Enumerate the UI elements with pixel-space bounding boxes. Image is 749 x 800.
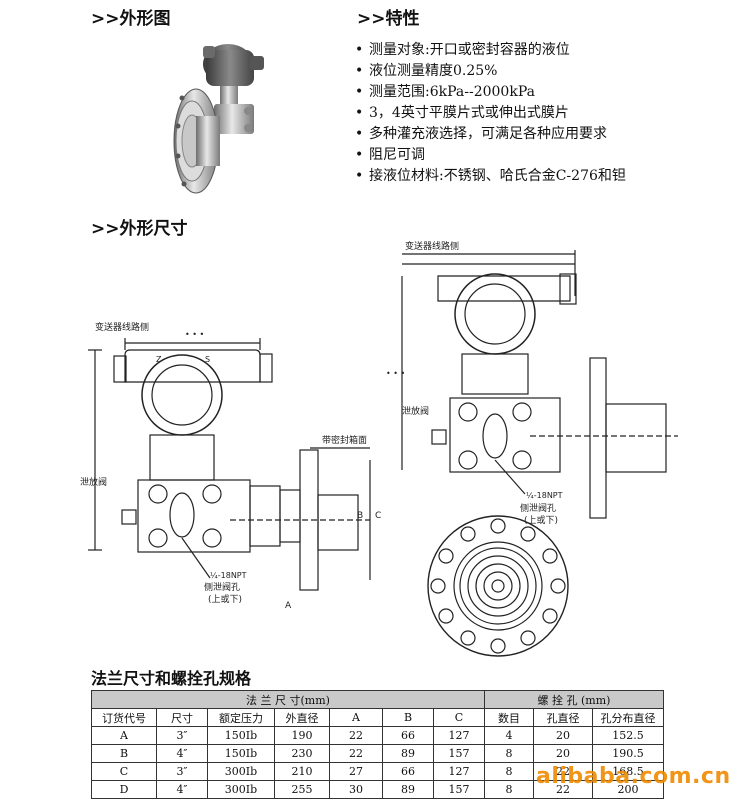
- table-cell: 152.5: [592, 726, 664, 745]
- label-vent: 泄放阀: [80, 476, 107, 488]
- table-cell: 3″: [156, 762, 208, 781]
- label-npt-right-2: 侧泄阀孔: [520, 502, 556, 514]
- feature-item: 3，4英寸平膜片式或伸出式膜片: [355, 103, 626, 124]
- table-cell: D: [91, 780, 157, 799]
- table-cell: 8: [484, 744, 534, 763]
- front-view-drawing: 变送器线路侧 泄放阀 • • • ¼-18NPT 侧泄阀孔 (上或下): [386, 240, 678, 657]
- table-cell: 157: [433, 780, 485, 799]
- table-cell: 230: [274, 744, 330, 763]
- table-cell: 255: [274, 780, 330, 799]
- table-cell: C: [91, 762, 157, 781]
- label-cable-side: 变送器线路侧: [95, 321, 149, 333]
- label-npt: ¼-18NPT: [210, 571, 247, 580]
- label-npt-2: 侧泄阀孔: [204, 581, 240, 593]
- feature-item: 多种灌充液选择，可满足各种应用要求: [355, 124, 626, 145]
- group-header-bolt: 螺 拴 孔 (mm): [484, 690, 664, 709]
- features-list: 测量对象:开口或密封容器的液位 液位测量精度0.25% 测量范围:6kPa--2…: [355, 40, 626, 187]
- table-cell: 8: [484, 780, 534, 799]
- dim-dots-right: • • •: [386, 369, 405, 378]
- table-cell: 300Ib: [207, 780, 275, 799]
- col-header: 孔分布直径: [592, 708, 664, 727]
- label-cable-side-right: 变送器线路侧: [405, 240, 459, 252]
- table-cell: 89: [382, 744, 434, 763]
- table-cell: 89: [382, 780, 434, 799]
- side-view-drawing: • • • 变送器线路侧 Z S 泄放阀 带密封箱面 B C A ¼-18NPT…: [80, 321, 381, 610]
- label-dim-c: C: [375, 511, 381, 521]
- col-header: C: [433, 708, 485, 727]
- feature-item: 测量对象:开口或密封容器的液位: [355, 40, 626, 61]
- table-cell: 66: [382, 762, 434, 781]
- group-header-flange: 法 兰 尺 寸(mm): [91, 690, 485, 709]
- table-cell: 127: [433, 762, 485, 781]
- table-cell: 150Ib: [207, 726, 275, 745]
- feature-item: 液位测量精度0.25%: [355, 61, 626, 82]
- table-cell: 22: [329, 726, 383, 745]
- product-photo: [173, 44, 264, 194]
- label-npt-right-3: (上或下): [524, 514, 558, 526]
- table-cell: 8: [484, 762, 534, 781]
- table-cell: 127: [433, 726, 485, 745]
- col-header: B: [382, 708, 434, 727]
- label-dim-b: B: [357, 511, 363, 521]
- table-cell: 157: [433, 744, 485, 763]
- table-cell: 66: [382, 726, 434, 745]
- table-cell: 4″: [156, 780, 208, 799]
- dimensions-title: >>外形尺寸: [91, 219, 188, 239]
- label-z: Z: [156, 355, 162, 364]
- label-s: S: [205, 355, 210, 364]
- table-cell: 150Ib: [207, 744, 275, 763]
- feature-item: 阻尼可调: [355, 145, 626, 166]
- table-cell: 20: [533, 744, 593, 763]
- feature-item: 接液位材料:不锈钢、哈氏合金C-276和钽: [355, 166, 626, 187]
- label-npt-3: (上或下): [208, 593, 242, 605]
- watermark-text: alibaba.com.cn: [536, 764, 731, 789]
- features-title: >>特性: [357, 9, 420, 29]
- dim-dots: • • •: [185, 330, 204, 339]
- col-header: 订货代号: [91, 708, 157, 727]
- table-group-header: 法 兰 尺 寸(mm) 螺 拴 孔 (mm): [91, 690, 664, 709]
- label-seal-face: 带密封箱面: [322, 434, 367, 446]
- table-cell: 4″: [156, 744, 208, 763]
- table-cell: A: [91, 726, 157, 745]
- table-cell: 300Ib: [207, 762, 275, 781]
- flange-table-title: 法兰尺寸和螺拴孔规格: [91, 669, 252, 688]
- appearance-title: >>外形图: [91, 9, 171, 29]
- table-cell: 22: [533, 762, 593, 781]
- table-cell: 200: [592, 780, 664, 799]
- label-vent-right: 泄放阀: [402, 405, 429, 417]
- label-dim-a: A: [285, 601, 292, 610]
- flange-spec-table: 法 兰 尺 寸(mm) 螺 拴 孔 (mm) 订货代号 尺寸 额定压力 外直径 …: [91, 690, 664, 799]
- table-header-row: 订货代号 尺寸 额定压力 外直径 A B C 数目 孔直径 孔分布直径: [91, 708, 664, 727]
- table-cell: 22: [329, 744, 383, 763]
- table-cell: 190.5: [592, 744, 664, 763]
- feature-item: 测量范围:6kPa--2000kPa: [355, 82, 626, 103]
- col-header: 孔直径: [533, 708, 593, 727]
- col-header: 外直径: [274, 708, 330, 727]
- table-cell: 20: [533, 726, 593, 745]
- col-header: 尺寸: [156, 708, 208, 727]
- table-cell: 4: [484, 726, 534, 745]
- table-cell: 190: [274, 726, 330, 745]
- label-npt-right: ¼-18NPT: [526, 491, 563, 500]
- table-cell: 210: [274, 762, 330, 781]
- table-cell: 30: [329, 780, 383, 799]
- table-cell: 3″: [156, 726, 208, 745]
- col-header: 数目: [484, 708, 534, 727]
- table-cell: B: [91, 744, 157, 763]
- col-header: 额定压力: [207, 708, 275, 727]
- col-header: A: [329, 708, 383, 727]
- table-cell: 27: [329, 762, 383, 781]
